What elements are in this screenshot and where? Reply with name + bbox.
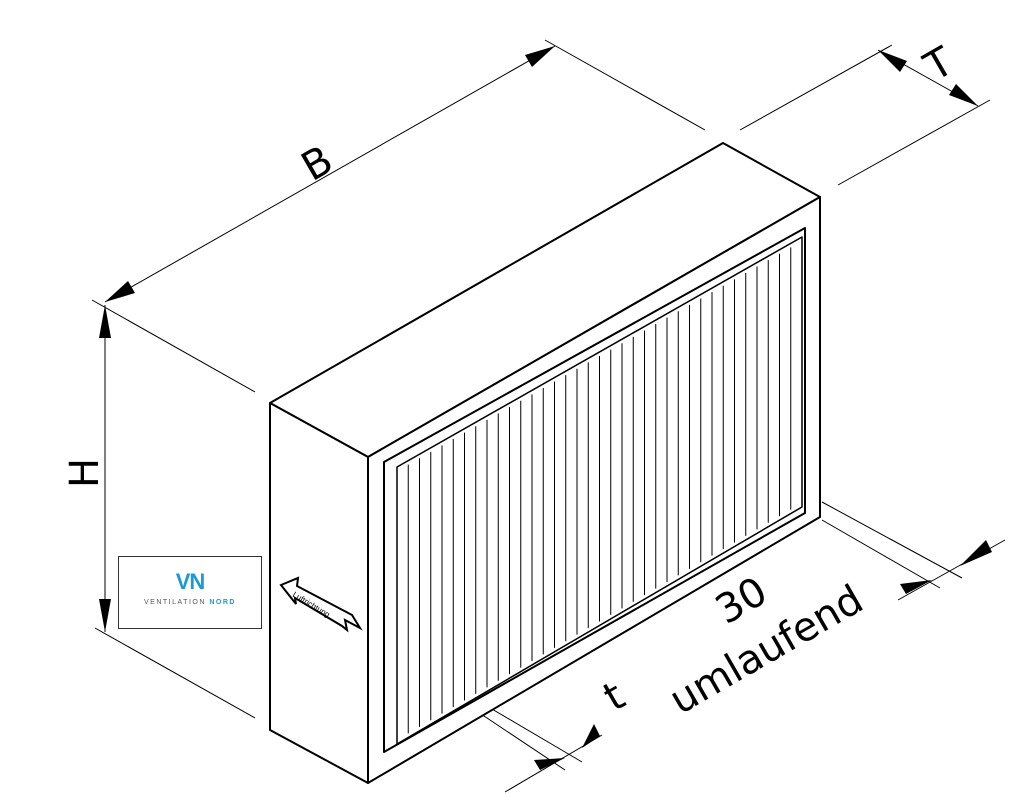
depth-label: T: [916, 38, 962, 91]
filter-depth-label: t: [596, 673, 633, 721]
arrowhead: [960, 540, 992, 566]
b-extension-right: [544, 39, 706, 131]
logo-name-part2: NORD: [209, 599, 236, 606]
company-logo: VN VENTILATION NORD: [118, 556, 262, 629]
t-extension-2: [837, 99, 991, 186]
box-side-face: [269, 402, 369, 784]
arrowhead: [105, 281, 135, 302]
arrowhead: [582, 724, 600, 748]
width-label: B: [294, 137, 341, 191]
frame-extension-1: [821, 501, 963, 579]
logo-name-part1: VENTILATION: [144, 599, 206, 606]
h-extension-bottom: [94, 627, 256, 719]
arrowhead: [878, 50, 907, 72]
height-label: H: [62, 458, 108, 488]
arrowhead: [99, 599, 111, 632]
frame-extension-2: [821, 519, 941, 589]
filter-pleats: [407, 247, 792, 734]
arrowhead: [99, 305, 111, 338]
logo-name: VENTILATION NORD: [119, 599, 261, 606]
arrowhead: [949, 84, 978, 106]
arrowhead: [525, 46, 555, 67]
arrowhead: [534, 758, 565, 770]
logo-mark: VN: [175, 569, 206, 594]
t-extension-1: [739, 44, 893, 131]
b-extension-left: [91, 299, 256, 393]
arrowhead: [900, 580, 932, 594]
b-dimension-line: [104, 45, 556, 303]
depth-extension-1: [479, 701, 583, 763]
